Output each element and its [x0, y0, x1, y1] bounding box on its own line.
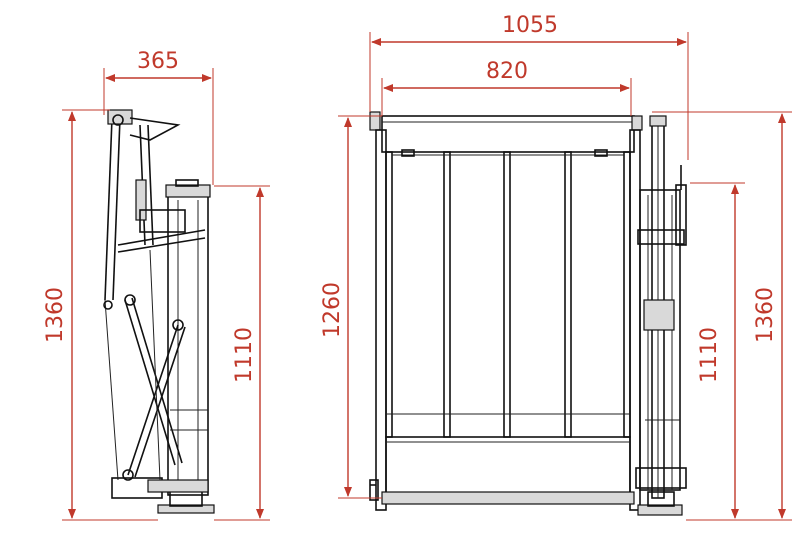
dimension-label-1110-left: 1110 — [232, 327, 257, 383]
dimension-front-width-inner: 820 — [381, 59, 632, 116]
right-view-lift — [635, 115, 687, 516]
dimension-label-1360-right: 1360 — [753, 287, 778, 343]
dimension-label-820: 820 — [486, 59, 528, 84]
dimension-right-height-total: 1360 — [652, 111, 792, 521]
side-view-lift — [103, 109, 215, 514]
dimension-label-1260: 1260 — [320, 282, 345, 338]
dimension-side-height-platform: 1110 — [214, 185, 270, 521]
dimension-right-height-platform: 1110 — [686, 182, 745, 521]
front-view-platform — [369, 111, 643, 511]
dimension-front-height: 1260 — [320, 115, 382, 499]
dimension-label-1110-right: 1110 — [697, 327, 722, 383]
dimension-label-1055: 1055 — [502, 13, 558, 38]
dimension-label-1360-left: 1360 — [43, 287, 68, 343]
dimension-side-width: 365 — [103, 49, 214, 185]
dimension-label-365: 365 — [137, 49, 179, 74]
dimension-side-height-total: 1360 — [43, 109, 158, 521]
dimension-front-width-total: 1055 — [369, 13, 689, 160]
